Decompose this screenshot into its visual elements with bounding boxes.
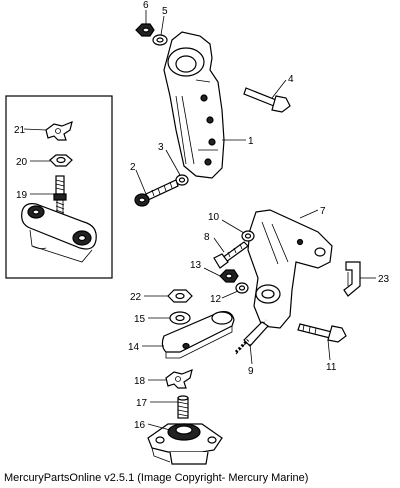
- callout-10[interactable]: 10: [208, 212, 220, 223]
- part-19-stud[interactable]: [53, 175, 67, 216]
- callout-6[interactable]: 6: [143, 0, 149, 11]
- part-13-nut[interactable]: [219, 269, 239, 283]
- part-12-washer[interactable]: [235, 282, 249, 294]
- part-17-stud[interactable]: [177, 395, 189, 419]
- part-22-nut[interactable]: [167, 289, 193, 303]
- part-8-bolt[interactable]: [213, 241, 249, 269]
- part-6-nut[interactable]: [135, 23, 155, 37]
- part-16-mount[interactable]: [147, 423, 223, 465]
- callout-13[interactable]: 13: [190, 260, 202, 271]
- callout-12[interactable]: 12: [210, 294, 222, 305]
- part-11-bolt[interactable]: [297, 323, 347, 343]
- callout-11[interactable]: 11: [326, 362, 337, 373]
- part-3-lockwasher[interactable]: [175, 174, 189, 186]
- part-5-washer[interactable]: [152, 34, 168, 46]
- callout-18[interactable]: 18: [134, 376, 146, 387]
- callout-22[interactable]: 22: [130, 292, 142, 303]
- callout-15[interactable]: 15: [134, 314, 146, 325]
- part-4-bolt[interactable]: [243, 87, 291, 113]
- callout-4[interactable]: 4: [288, 74, 294, 85]
- link-bracket: [21, 203, 97, 263]
- image-caption: MercuryPartsOnline v2.5.1 (Image Copyrig…: [4, 472, 309, 484]
- part-15-washer[interactable]: [169, 311, 191, 325]
- part-1-bracket[interactable]: [163, 31, 225, 179]
- part-20-nut[interactable]: [49, 154, 73, 167]
- callout-7[interactable]: 7: [320, 206, 326, 217]
- callout-20[interactable]: 20: [16, 157, 28, 168]
- part-21-clip[interactable]: [45, 121, 73, 141]
- callout-17[interactable]: 17: [136, 398, 148, 409]
- callout-5[interactable]: 5: [162, 6, 168, 17]
- part-23-clip[interactable]: [343, 261, 361, 297]
- part-10-washer[interactable]: [241, 230, 255, 242]
- callout-21[interactable]: 21: [14, 125, 26, 136]
- part-9-pin[interactable]: [234, 319, 269, 355]
- callout-23[interactable]: 23: [378, 274, 390, 285]
- part-7-bracket[interactable]: [247, 209, 333, 329]
- callout-16[interactable]: 16: [134, 420, 146, 431]
- part-18-clip[interactable]: [165, 369, 193, 389]
- callout-8[interactable]: 8: [204, 232, 210, 243]
- callout-9[interactable]: 9: [248, 366, 254, 377]
- callout-14[interactable]: 14: [128, 342, 140, 353]
- callout-1[interactable]: 1: [248, 136, 254, 147]
- part-2-screw[interactable]: [134, 179, 179, 207]
- callout-19[interactable]: 19: [16, 190, 28, 201]
- part-14-link[interactable]: [161, 311, 235, 359]
- parts-exploded-diagram: 21 20 19 1: [5, 0, 390, 465]
- callout-3[interactable]: 3: [158, 142, 164, 153]
- callout-2[interactable]: 2: [130, 162, 136, 173]
- inset-frame: [5, 95, 113, 279]
